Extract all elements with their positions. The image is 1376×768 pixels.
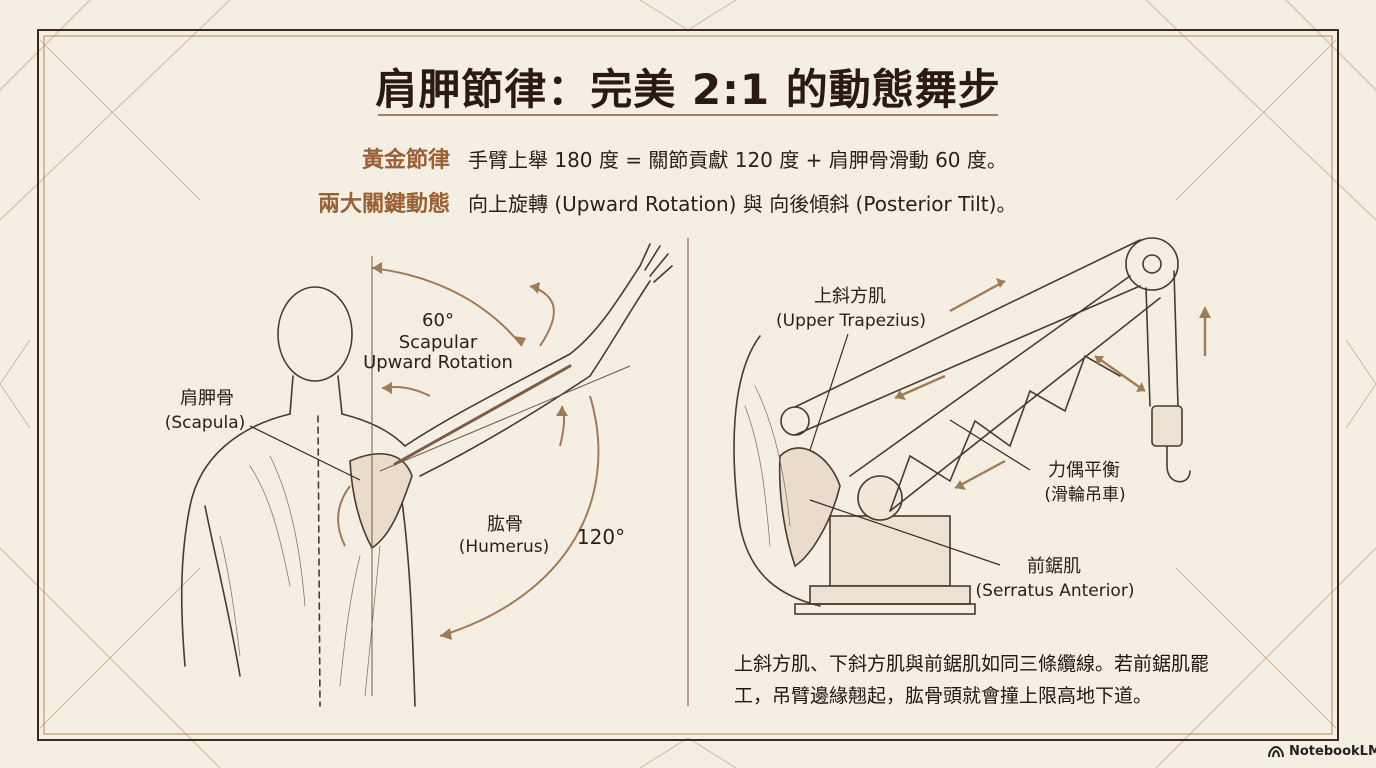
head-outline <box>277 286 353 382</box>
upper-trapezius-label-zh: 上斜方肌 <box>814 286 886 307</box>
upper-trapezius-label-en: (Upper Trapezius) <box>776 311 926 331</box>
scapula-label-en: (Scapula) <box>164 413 246 433</box>
scapula-label-zh: 肩胛骨 <box>180 388 234 409</box>
page-title: 肩胛節律：完美 2:1 的動態舞步 <box>375 65 1001 114</box>
brand-watermark: NotebookLM <box>1268 744 1376 759</box>
crane-leader-lines <box>809 333 1031 566</box>
humerus-label-zh: 肱骨 <box>487 514 523 535</box>
note-line-1: 上斜方肌、下斜方肌與前鋸肌如同三條纜線。若前鋸肌罷 <box>734 653 1210 675</box>
serratus-label-en: (Serratus Anterior) <box>975 581 1135 601</box>
force-couple-label-zh: 力偶平衡 <box>1048 460 1120 481</box>
brand-name: NotebookLM <box>1289 744 1376 759</box>
angle-60-label: 60° <box>422 310 454 331</box>
shoulder-anatomy-sketch <box>180 243 673 707</box>
row-label-golden-rhythm: 黃金節律 <box>361 148 450 173</box>
upward-rotation-caption: Upward Rotation <box>363 352 513 373</box>
serratus-label-zh: 前鋸肌 <box>1027 556 1081 577</box>
scapula-leader-line <box>249 425 361 481</box>
notebooklm-logo-icon <box>1268 745 1284 757</box>
scapular-caption: Scapular <box>398 332 478 353</box>
title-underline <box>378 114 998 116</box>
row-text-golden-rhythm: 手臂上舉 180 度 = 關節貢獻 120 度 + 肩胛骨滑動 60 度。 <box>468 148 1007 172</box>
humerus-label-en: (Humerus) <box>458 537 550 557</box>
angle-120-label: 120° <box>576 525 626 549</box>
force-couple-label-en: (滑輪吊車) <box>1044 485 1126 505</box>
row-text-key-dynamics: 向上旋轉 (Upward Rotation) 與 向後傾斜 (Posterior… <box>468 192 1017 216</box>
crane-explanation-note: 上斜方肌、下斜方肌與前鋸肌如同三條纜線。若前鋸肌罷 工，吊臂邊緣翹起，肱骨頭就會… <box>734 648 1294 712</box>
row-label-key-dynamics: 兩大關鍵動態 <box>317 192 450 217</box>
note-line-2: 工，吊臂邊緣翹起，肱骨頭就會撞上限高地下道。 <box>734 685 1153 707</box>
